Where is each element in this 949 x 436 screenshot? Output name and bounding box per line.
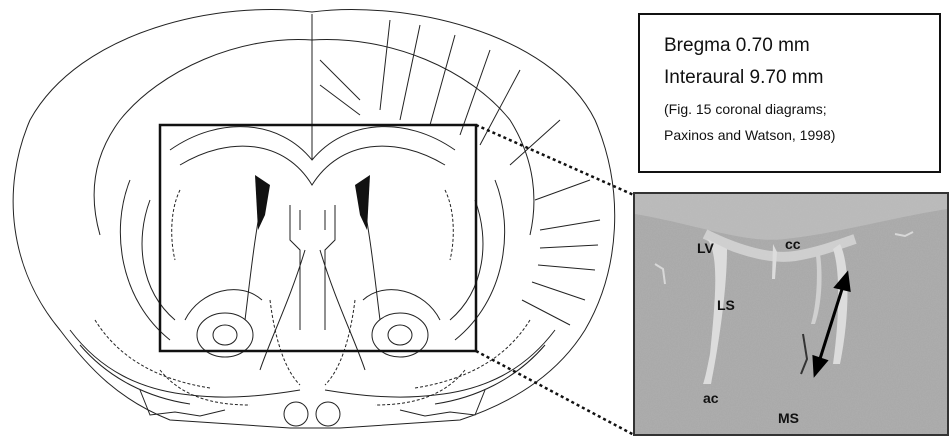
region-of-interest-box xyxy=(160,125,476,351)
connector-line-bottom xyxy=(476,351,636,436)
interaural-label: Interaural 9.70 mm xyxy=(664,67,823,89)
connector-line-top xyxy=(476,125,636,196)
bregma-label: Bregma 0.70 mm xyxy=(664,35,810,57)
label-ls: LS xyxy=(717,297,735,313)
atlas-reference-box: Bregma 0.70 mm Interaural 9.70 mm (Fig. … xyxy=(638,13,941,173)
histology-micrograph: LV cc LS ac MS xyxy=(633,192,949,436)
label-ac: ac xyxy=(703,390,719,406)
lateral-ventricle-left xyxy=(255,175,270,230)
label-lv: LV xyxy=(697,240,714,256)
label-cc: cc xyxy=(785,236,801,252)
lateral-ventricle-right xyxy=(355,175,370,230)
citation-line-1: (Fig. 15 coronal diagrams; xyxy=(664,101,827,117)
label-ms: MS xyxy=(778,410,799,426)
citation-line-2: Paxinos and Watson, 1998) xyxy=(664,127,835,143)
